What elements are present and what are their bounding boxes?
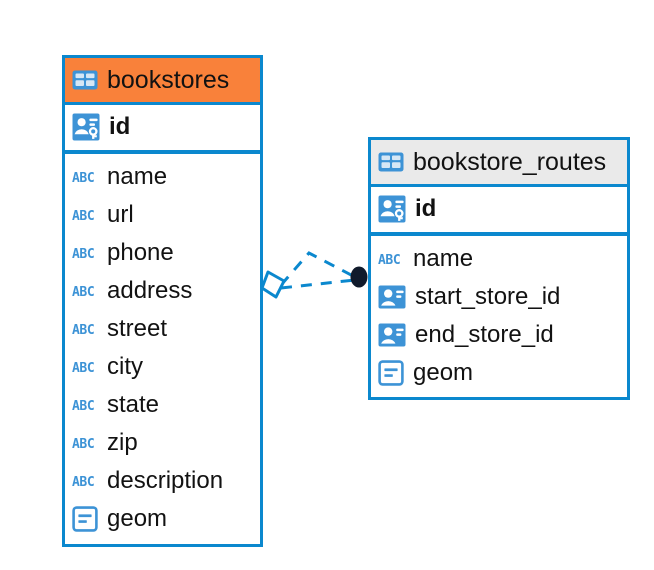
svg-text:ABC: ABC	[72, 247, 94, 261]
svg-text:ABC: ABC	[72, 285, 94, 299]
text-type-icon: ABC	[72, 209, 95, 223]
field-row[interactable]: ABC state	[72, 386, 252, 424]
entity-title: bookstore_routes	[413, 147, 607, 176]
text-type-icon: ABC	[72, 475, 95, 489]
field-row[interactable]: id	[378, 190, 619, 228]
field-label: zip	[107, 429, 138, 456]
text-type-icon: ABC	[72, 399, 95, 413]
primary-key-section: id	[371, 184, 627, 232]
diamond-marker	[260, 270, 286, 299]
geometry-type-icon	[378, 360, 404, 386]
field-label: url	[107, 201, 134, 228]
svg-text:ABC: ABC	[72, 323, 94, 337]
primary-key-icon	[72, 113, 100, 141]
field-row[interactable]: start_store_id	[378, 278, 619, 316]
svg-text:ABC: ABC	[72, 399, 94, 413]
field-row[interactable]: ABC phone	[72, 234, 252, 272]
field-row[interactable]: geom	[378, 354, 619, 392]
geometry-type-icon	[72, 506, 98, 532]
svg-text:ABC: ABC	[378, 253, 400, 267]
field-label: state	[107, 391, 160, 418]
field-row[interactable]: id	[72, 108, 252, 146]
svg-text:ABC: ABC	[72, 437, 94, 451]
field-row[interactable]: ABC city	[72, 348, 252, 386]
field-label: end_store_id	[415, 321, 554, 348]
entity-header-bookstore-routes[interactable]: bookstore_routes	[371, 140, 627, 184]
field-row[interactable]: geom	[72, 500, 252, 538]
text-type-icon: ABC	[72, 171, 95, 185]
text-type-icon: ABC	[378, 253, 401, 267]
foreign-key-icon	[378, 323, 406, 347]
entity-bookstore-routes[interactable]: bookstore_routes id ABC	[368, 137, 630, 400]
field-row[interactable]: ABC description	[72, 462, 252, 500]
fields-section: ABC name start_store_id	[371, 232, 627, 399]
relationship-line-lower	[280, 278, 356, 290]
field-row[interactable]: ABC url	[72, 196, 252, 234]
fields-section: ABC name ABC url ABC phone ABC	[65, 150, 260, 545]
field-label: address	[107, 277, 193, 304]
entity-bookstores[interactable]: bookstores id ABC	[62, 55, 263, 547]
text-type-icon: ABC	[72, 437, 95, 451]
entity-title: bookstores	[107, 65, 230, 94]
filled-circle-marker	[350, 266, 368, 288]
primary-key-icon	[378, 195, 406, 223]
field-label: name	[413, 245, 474, 272]
table-icon	[72, 70, 98, 90]
field-label: start_store_id	[415, 283, 561, 310]
field-row[interactable]: ABC address	[72, 272, 252, 310]
field-label: id	[415, 195, 437, 222]
field-label: city	[107, 353, 143, 380]
field-row[interactable]: ABC zip	[72, 424, 252, 462]
field-label: phone	[107, 239, 174, 266]
text-type-icon: ABC	[72, 247, 95, 261]
foreign-key-icon	[378, 285, 406, 309]
field-row[interactable]: ABC name	[72, 158, 252, 196]
field-label: description	[107, 467, 224, 494]
field-row[interactable]: ABC street	[72, 310, 252, 348]
field-row[interactable]: ABC name	[378, 240, 619, 278]
primary-key-section: id	[65, 102, 260, 150]
text-type-icon: ABC	[72, 285, 95, 299]
svg-text:ABC: ABC	[72, 361, 94, 375]
entity-header-bookstores[interactable]: bookstores	[65, 58, 260, 102]
field-label: name	[107, 163, 168, 190]
svg-text:ABC: ABC	[72, 209, 94, 223]
field-label: street	[107, 315, 168, 342]
relationship-line-upper	[279, 251, 356, 286]
text-type-icon: ABC	[72, 361, 95, 375]
table-icon	[378, 152, 404, 172]
field-label: geom	[107, 505, 168, 532]
text-type-icon: ABC	[72, 323, 95, 337]
field-label: geom	[413, 359, 474, 386]
svg-text:ABC: ABC	[72, 475, 94, 489]
field-row[interactable]: end_store_id	[378, 316, 619, 354]
svg-text:ABC: ABC	[72, 171, 94, 185]
field-label: id	[109, 113, 131, 140]
